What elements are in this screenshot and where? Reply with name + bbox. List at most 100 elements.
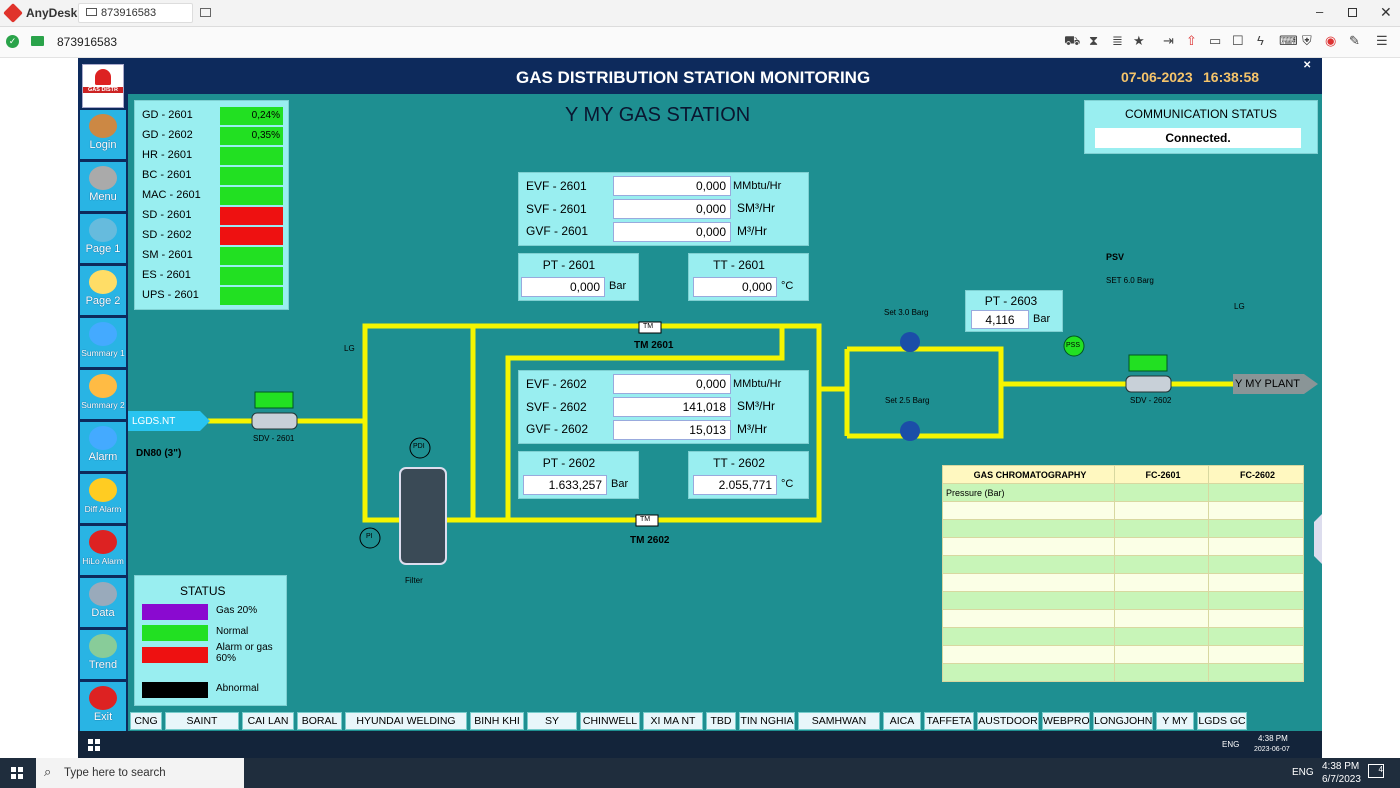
sidebar-summary-1-button[interactable]: Summary 1 — [80, 318, 126, 368]
database-icon[interactable]: ≣ — [1112, 33, 1123, 48]
station-tab-button[interactable]: BINH KHI — [470, 712, 524, 730]
sidebar-page-2-button[interactable]: Page 2 — [80, 266, 126, 316]
gas-chromatography-table: GAS CHROMATOGRAPHY FC-2601 FC-2602 Press… — [942, 465, 1304, 682]
hamburger-menu-icon[interactable]: ☰ — [1376, 33, 1388, 48]
detector-label: ES - 2601 — [142, 269, 191, 281]
hourglass-icon[interactable]: ⧗ — [1089, 33, 1099, 48]
gc-cell — [1208, 573, 1304, 592]
upload-icon[interactable]: ⇧ — [1186, 33, 1197, 48]
station-tab-button[interactable]: LONGJOHN — [1093, 712, 1153, 730]
record-icon[interactable]: ◉ — [1325, 33, 1337, 48]
sidebar-summary-2-button[interactable]: Summary 2 — [80, 370, 126, 420]
hilo-alarm-icon — [89, 530, 117, 554]
shield-icon[interactable]: ⛨ — [1302, 33, 1312, 48]
sdv-2601-valve[interactable] — [251, 391, 298, 430]
expand-arrow — [1314, 514, 1322, 564]
minimize-button[interactable]: – — [1316, 4, 1324, 19]
sidebar-exit-label: Exit — [93, 711, 113, 723]
keyboard-icon[interactable]: ⌨ — [1279, 33, 1298, 48]
lg-label-1: LG — [344, 344, 355, 353]
station-tab-button[interactable]: SY STEEL — [527, 712, 577, 730]
set6-label: SET 6.0 Barg — [1106, 276, 1154, 285]
station-tab-button[interactable]: TAFFETA — [924, 712, 974, 730]
sidebar-alarm-button[interactable]: Alarm — [80, 422, 126, 472]
header-time: 16:38:58 — [1203, 69, 1260, 85]
sidebar-diff-alarm-button[interactable]: Diff Alarm — [80, 474, 126, 524]
gc-cell — [1114, 483, 1209, 502]
station-tab-button[interactable]: XI MA NT — [643, 712, 703, 730]
sidebar-hilo-alarm-button[interactable]: HiLo Alarm — [80, 526, 126, 576]
station-tab-button[interactable]: CAI LAN — [242, 712, 294, 730]
status-label: Gas 20% — [216, 605, 258, 616]
sidebar-summary-1-label: Summary 1 — [81, 348, 125, 358]
action-icon[interactable]: ϟ — [1257, 33, 1264, 48]
gc-cell — [1114, 609, 1209, 628]
star-icon[interactable]: ★ — [1133, 33, 1145, 48]
svf-2602-value: 141,018 — [613, 397, 731, 417]
pen-icon[interactable]: ✎ — [1349, 33, 1360, 48]
alarm-icon — [89, 426, 117, 450]
sidebar-data-button[interactable]: Data — [80, 578, 126, 628]
sidebar-trend-button[interactable]: Trend — [80, 630, 126, 680]
gc-row — [942, 555, 1304, 574]
chat-icon[interactable]: ☐ — [1232, 33, 1244, 48]
evf-2601-value: 0,000 — [613, 176, 731, 196]
station-tab-button[interactable]: SAINT GOBAIN — [165, 712, 239, 730]
maximize-button[interactable] — [1348, 8, 1357, 17]
close-button[interactable]: ✕ — [1380, 4, 1392, 20]
scada-header: GAS DISTRIBUTION STATION MONITORING 07-0… — [78, 58, 1322, 94]
inlet-arrow — [128, 411, 210, 431]
remote-start-icon[interactable] — [88, 739, 100, 751]
sidebar-login-label: Login — [89, 139, 117, 151]
detector-label: MAC - 2601 — [142, 189, 201, 201]
address-field[interactable]: 873916583 — [57, 35, 118, 49]
detector-status-box — [220, 227, 283, 245]
tt-2602-unit: °C — [781, 478, 794, 490]
station-tab-button[interactable]: TIN NGHIA — [739, 712, 795, 730]
station-tab-button[interactable]: WEBPRO — [1042, 712, 1090, 730]
station-tab-button[interactable]: BORAL — [297, 712, 342, 730]
gc-row — [942, 627, 1304, 646]
sidebar-login-button[interactable]: Login — [80, 110, 126, 160]
gc-cell — [1114, 591, 1209, 610]
detector-label: UPS - 2601 — [142, 289, 199, 301]
taskbar-time: 4:38 PM — [1322, 761, 1360, 772]
gc-cell — [1114, 555, 1209, 574]
taskbar-search-box[interactable]: ⌕ Type here to search — [36, 758, 244, 788]
start-icon[interactable] — [11, 767, 23, 779]
station-tab-button[interactable]: CHINWELL — [580, 712, 640, 730]
sdv-2602-valve[interactable] — [1125, 354, 1172, 393]
station-tab-button[interactable]: AUSTDOOR — [977, 712, 1039, 730]
station-tab-button[interactable]: CNG — [130, 712, 162, 730]
svf-2602-unit: SM³/Hr — [737, 399, 775, 413]
station-tab-button[interactable]: TBD — [706, 712, 736, 730]
sidebar-summary-2-label: Summary 2 — [81, 400, 125, 410]
sidebar-menu-button[interactable]: Menu — [80, 162, 126, 212]
station-tab-button[interactable]: AICA — [883, 712, 921, 730]
station-tab-button[interactable]: Y MY — [1156, 712, 1194, 730]
anydesk-address-bar: ✓ 873916583 ⛟ ⧗ ≣ ★ ⇥ ⇧ ▭ ☐ ϟ ⌨ ⛨ ◉ ✎ ☰ — [0, 27, 1400, 58]
close-x-icon[interactable]: ✕ — [1303, 60, 1312, 71]
gc-cell — [1208, 663, 1304, 682]
file-transfer-icon[interactable]: ⇥ — [1163, 33, 1174, 48]
display-icon[interactable]: ▭ — [1209, 33, 1222, 48]
sidebar-diff-alarm-label: Diff Alarm — [84, 504, 122, 514]
station-tab-button[interactable]: HYUNDAI WELDING — [345, 712, 467, 730]
gc-cell — [1208, 483, 1304, 502]
station-name: Y MY GAS STATION — [565, 104, 751, 126]
station-tab-button[interactable]: SAMHWAN VINA — [798, 712, 880, 730]
notification-icon[interactable]: 4 — [1368, 764, 1384, 778]
sidebar-exit-button[interactable]: Exit — [80, 682, 126, 731]
pt-2601-unit: Bar — [609, 280, 627, 292]
gc-row — [942, 609, 1304, 628]
detector-label: GD - 2601 — [142, 109, 193, 121]
session-tab[interactable]: 873916583 — [78, 3, 193, 23]
car-icon[interactable]: ⛟ — [1064, 33, 1081, 48]
station-tab-button[interactable]: LGDS GC — [1197, 712, 1247, 730]
new-tab-icon[interactable] — [200, 8, 211, 17]
tt-2601-unit: °C — [781, 280, 794, 292]
evf-2601-label: EVF - 2601 — [526, 179, 587, 193]
detector-label: GD - 2602 — [142, 129, 193, 141]
sidebar-page-1-button[interactable]: Page 1 — [80, 214, 126, 264]
remote-tray-lang: ENG — [1222, 740, 1240, 749]
